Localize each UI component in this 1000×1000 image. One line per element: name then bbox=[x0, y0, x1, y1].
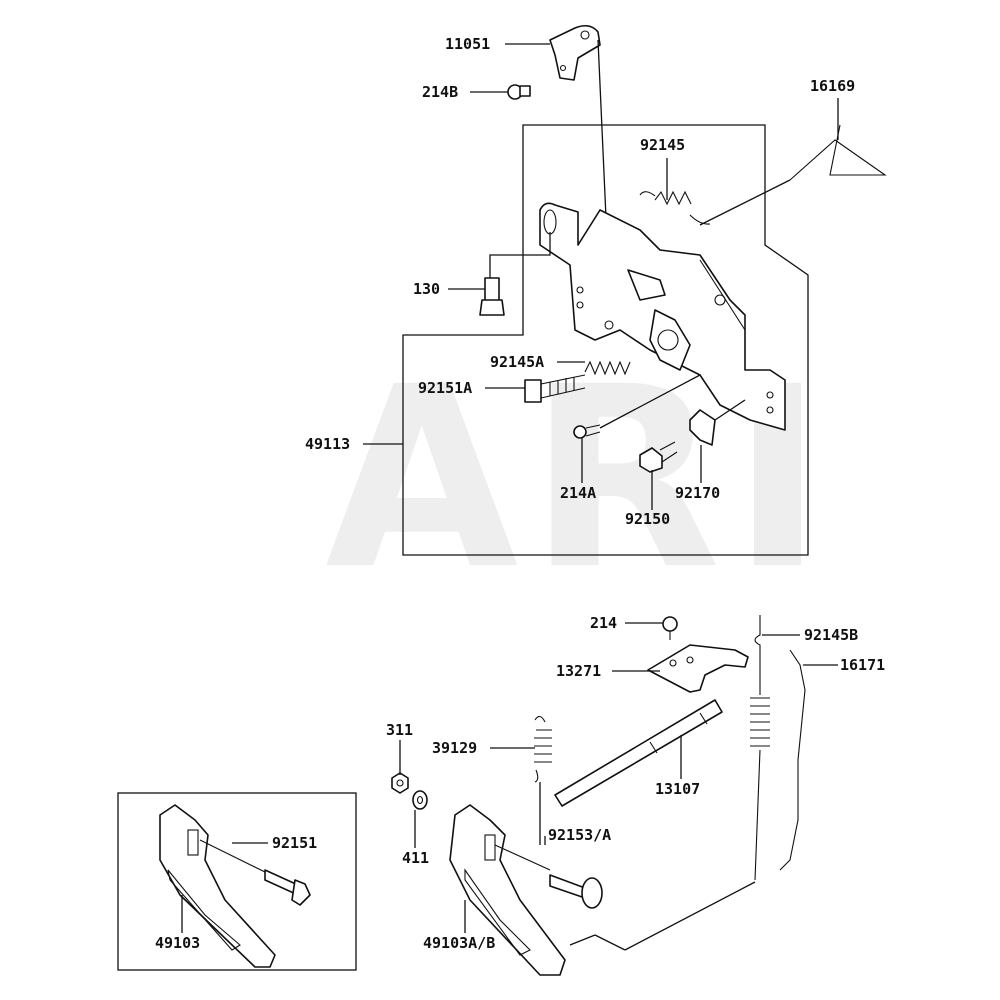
part-311-nut bbox=[391, 772, 409, 794]
part-92153A-bolt bbox=[494, 844, 603, 909]
label-92150: 92150 bbox=[625, 510, 670, 528]
part-130-bolt bbox=[479, 277, 505, 316]
label-92153A: 92153/A bbox=[548, 826, 611, 844]
inset-frame-49103 bbox=[117, 792, 357, 971]
part-92151-bolt bbox=[199, 839, 311, 906]
part-39129-spring bbox=[534, 715, 552, 783]
part-49103AB-lever bbox=[449, 804, 566, 976]
part-214-screw bbox=[662, 616, 678, 640]
label-214A: 214A bbox=[560, 484, 596, 502]
part-411-washer bbox=[412, 790, 428, 810]
part-16171-rod bbox=[779, 649, 806, 871]
part-13107-shaft bbox=[554, 699, 723, 807]
label-11051: 11051 bbox=[445, 35, 490, 53]
label-49113: 49113 bbox=[305, 435, 350, 453]
label-411: 411 bbox=[402, 849, 429, 867]
part-92145A-spring bbox=[584, 360, 631, 376]
part-16169-wire-link bbox=[789, 124, 887, 181]
part-92145B-spring bbox=[750, 615, 770, 881]
label-92151: 92151 bbox=[272, 834, 317, 852]
label-92151A: 92151A bbox=[418, 379, 472, 397]
label-92170: 92170 bbox=[675, 484, 720, 502]
part-214A-screw bbox=[573, 424, 601, 439]
label-39129: 39129 bbox=[432, 739, 477, 757]
label-16169: 16169 bbox=[810, 77, 855, 95]
part-13271-plate bbox=[647, 644, 749, 693]
assembly-frame-49113 bbox=[402, 124, 809, 556]
label-13271: 13271 bbox=[556, 662, 601, 680]
part-92151A-screw bbox=[524, 374, 586, 403]
label-49103AB: 49103A/B bbox=[423, 934, 495, 952]
label-92145A: 92145A bbox=[490, 353, 544, 371]
part-11051-bracket bbox=[549, 24, 601, 81]
part-49103-lever bbox=[159, 804, 276, 968]
label-13107: 13107 bbox=[655, 780, 700, 798]
part-92145-spring bbox=[639, 190, 711, 225]
part-49113-control-bracket bbox=[539, 202, 786, 431]
label-214B: 214B bbox=[422, 83, 458, 101]
part-92150-bolt bbox=[639, 441, 678, 473]
label-214: 214 bbox=[590, 614, 617, 632]
part-214B-screw bbox=[507, 84, 531, 100]
label-130: 130 bbox=[413, 280, 440, 298]
label-92145B: 92145B bbox=[804, 626, 858, 644]
part-92170-clamp bbox=[689, 409, 716, 446]
label-92145: 92145 bbox=[640, 136, 685, 154]
label-16171: 16171 bbox=[840, 656, 885, 674]
label-311: 311 bbox=[386, 721, 413, 739]
label-49103: 49103 bbox=[155, 934, 200, 952]
